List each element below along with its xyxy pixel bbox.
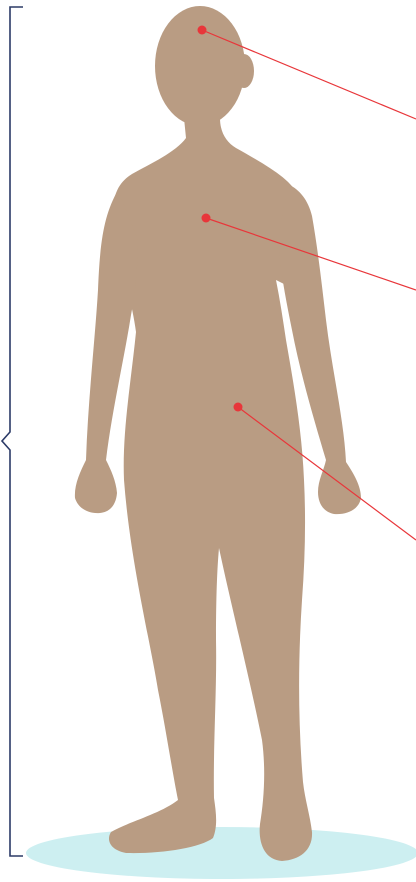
abdomen-marker — [234, 403, 243, 412]
chest-marker — [202, 214, 211, 223]
floor-shadow — [26, 827, 416, 879]
head-marker — [198, 26, 207, 35]
human-silhouette — [75, 6, 361, 861]
height-bracket — [2, 7, 23, 856]
ear-shape — [234, 54, 254, 88]
head-shape — [155, 6, 245, 126]
